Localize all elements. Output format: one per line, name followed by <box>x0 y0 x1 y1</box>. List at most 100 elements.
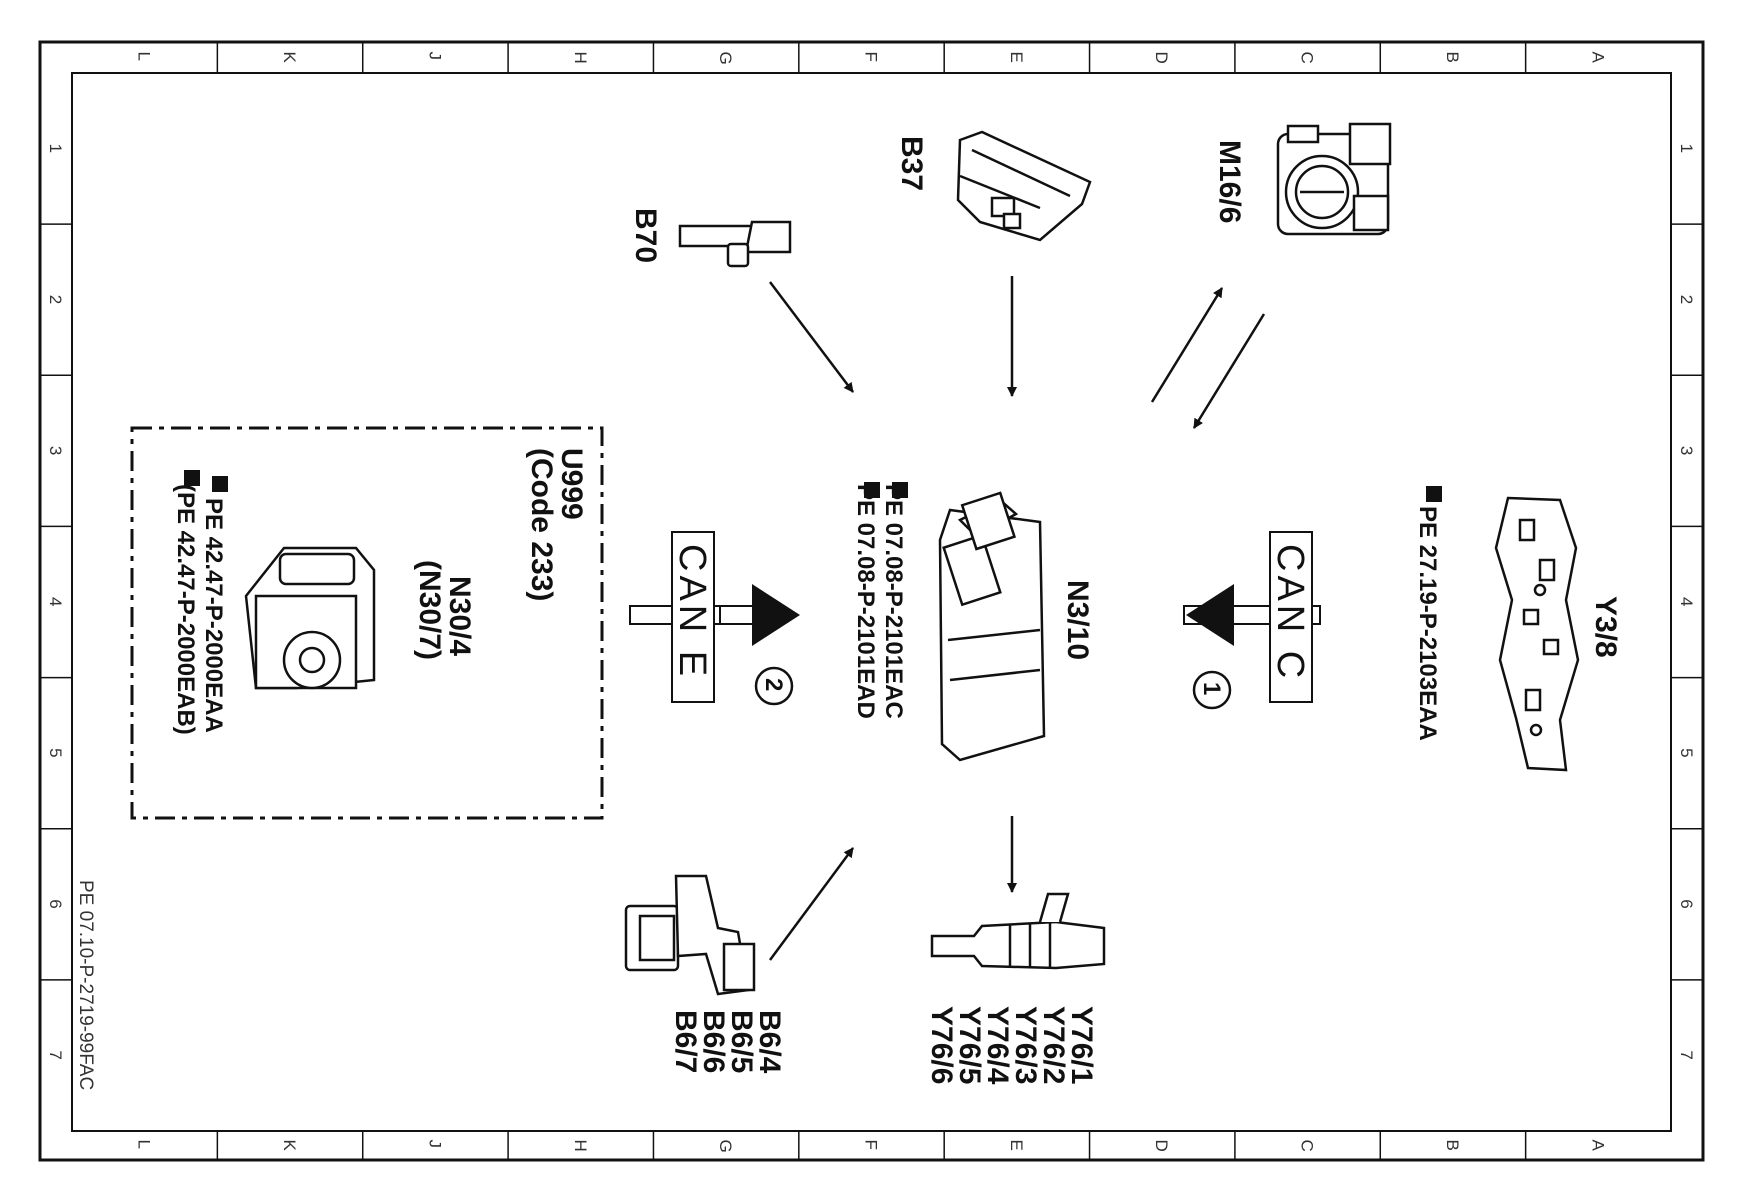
y3-8-unit: Y3/8 PE 27.19-P-2103EAA <box>1414 486 1622 772</box>
can-c-number: 1 <box>1198 682 1225 695</box>
grid-column-label: L <box>135 1140 154 1149</box>
grid-row-label: 4 <box>1677 597 1696 606</box>
grid-row-label: 6 <box>1677 899 1696 908</box>
y76-injectors: Y76/1 Y76/2 Y76/3 Y76/4 Y76/5 Y76/6 <box>925 892 1106 1085</box>
y76-6-label: Y76/6 <box>925 1006 958 1084</box>
grid-column-label: J <box>425 1140 444 1149</box>
y76-3-label: Y76/3 <box>1009 1006 1042 1084</box>
can-c-bus: CAN C 1 <box>1183 531 1321 710</box>
n3-10-ref-2: PE 07.08-P-2101EAD <box>852 484 879 719</box>
grid-column-label: E <box>1007 52 1026 63</box>
grid-row-label: 1 <box>1677 144 1696 153</box>
drawing-number: PE 07.10-P-2719-99FAC <box>75 880 96 1090</box>
grid-column-label: F <box>862 1140 881 1150</box>
u999-code: (Code 233) <box>525 448 558 601</box>
grid-column-label: E <box>1007 1140 1026 1151</box>
grid-column-label: C <box>1298 52 1317 64</box>
grid-column-label: J <box>425 52 444 61</box>
arrow-m16-6-to-n3-10 <box>1192 313 1266 429</box>
y76-5-label: Y76/5 <box>953 1006 986 1084</box>
grid-row-label: 7 <box>1677 1050 1696 1059</box>
accelerator-pedal-sensor-icon <box>956 130 1092 242</box>
arrow-n3-10-to-m16-6 <box>1150 287 1224 403</box>
grid-row-label: 5 <box>1677 748 1696 757</box>
grid-row-label: 5 <box>46 748 65 757</box>
crankshaft-sensor-icon <box>678 220 792 268</box>
b6-6-label: B6/6 <box>697 1010 730 1073</box>
grid-column-label: K <box>280 1140 299 1152</box>
arrow-b70-to-n3-10 <box>769 281 854 393</box>
can-e-number-badge <box>754 666 794 706</box>
grid-column-label: F <box>862 52 881 62</box>
b70-sensor: B70 <box>629 208 792 268</box>
b6-7-label: B6/7 <box>669 1010 702 1073</box>
grid-row-label: 1 <box>46 144 65 153</box>
u999-option-group: U999 (Code 233) N30/4 (N30/7) PE 42.47-P… <box>130 426 604 820</box>
sheet-border: L L K K J J H H G G F F E E D D C C B B A A 1 1 2 2 3 3 4 4 5 5 6 6 7 7 <box>38 40 1705 1162</box>
grid-column-label: D <box>1152 1140 1171 1152</box>
y3-8-ref-1: PE 27.19-P-2103EAA <box>1414 506 1441 741</box>
grid-row-label: 3 <box>46 446 65 455</box>
can-e-number: 2 <box>760 678 787 691</box>
grid-row-label: 6 <box>46 899 65 908</box>
u999-label: U999 <box>555 448 588 520</box>
grid-column-label: K <box>280 52 299 64</box>
y3-8-label: Y3/8 <box>1589 596 1622 658</box>
doc-reference-icon <box>892 482 908 498</box>
n30-4-label: N30/4 <box>443 576 476 656</box>
can-c-number-badge <box>1192 670 1232 710</box>
y76-2-label: Y76/2 <box>1037 1006 1070 1084</box>
n30-4-ref-2: (PE 42.47-P-2000EAB) <box>172 484 199 735</box>
grid-column-label: A <box>1588 52 1607 64</box>
b70-label: B70 <box>629 208 662 263</box>
m16-6-label: M16/6 <box>1213 140 1246 223</box>
grid-column-label: H <box>571 52 590 64</box>
b6-5-label: B6/5 <box>725 1010 758 1073</box>
grid-column-label: H <box>571 1140 590 1152</box>
grid-row-label: 2 <box>46 295 65 304</box>
engine-control-unit-icon <box>938 491 1046 762</box>
doc-reference-icon <box>864 482 880 498</box>
can-e-bus: CAN E 2 <box>629 531 800 706</box>
grid-column-label: G <box>716 52 735 65</box>
grid-column-label: D <box>1152 52 1171 64</box>
camshaft-sensor-icon <box>624 874 756 996</box>
doc-reference-icon <box>212 476 228 492</box>
esp-control-unit-icon <box>244 546 376 690</box>
grid-column-label: L <box>135 52 154 61</box>
n3-10-label: N3/10 <box>1061 580 1094 660</box>
b6-4-label: B6/4 <box>753 1010 786 1074</box>
grid-row-label: 4 <box>46 597 65 606</box>
b6-sensors: B6/4 B6/5 B6/6 B6/7 <box>624 874 786 1074</box>
doc-reference-icon <box>1426 486 1442 502</box>
y76-4-label: Y76/4 <box>981 1006 1014 1085</box>
grid-column-label: G <box>716 1140 735 1153</box>
grid-column-label: C <box>1298 1140 1317 1152</box>
arrow-b6-to-n3-10 <box>768 847 855 961</box>
b37-sensor: B37 <box>895 130 1092 242</box>
u999-dashed-border <box>130 426 604 820</box>
n3-10-ref-1: PE 07.08-P-2101EAC <box>880 484 907 719</box>
n30-7-label: (N30/7) <box>413 560 446 660</box>
y76-1-label: Y76/1 <box>1065 1006 1098 1084</box>
throttle-body-icon <box>1276 122 1392 236</box>
can-c-label: CAN C <box>1269 544 1311 682</box>
can-e-arrowhead <box>752 584 800 646</box>
can-c-arrowhead <box>1186 584 1234 646</box>
grid-row-label: 3 <box>1677 446 1696 455</box>
n3-10-ecu: N3/10 PE 07.08-P-2101EAC PE 07.08-P-2101… <box>852 482 1094 762</box>
transmission-control-plate-icon <box>1494 496 1580 772</box>
can-e-label: CAN E <box>671 544 713 680</box>
doc-reference-icon <box>184 470 200 486</box>
m16-6-actuator: M16/6 <box>1213 122 1392 236</box>
grid-row-label: 2 <box>1677 295 1696 304</box>
fuel-injector-icon <box>930 892 1106 970</box>
grid-column-label: B <box>1443 1140 1462 1151</box>
b37-label: B37 <box>895 136 928 191</box>
grid-column-label: A <box>1588 1140 1607 1152</box>
grid-row-label: 7 <box>46 1050 65 1059</box>
signal-arrows <box>768 276 1266 961</box>
grid-column-label: B <box>1443 52 1462 63</box>
